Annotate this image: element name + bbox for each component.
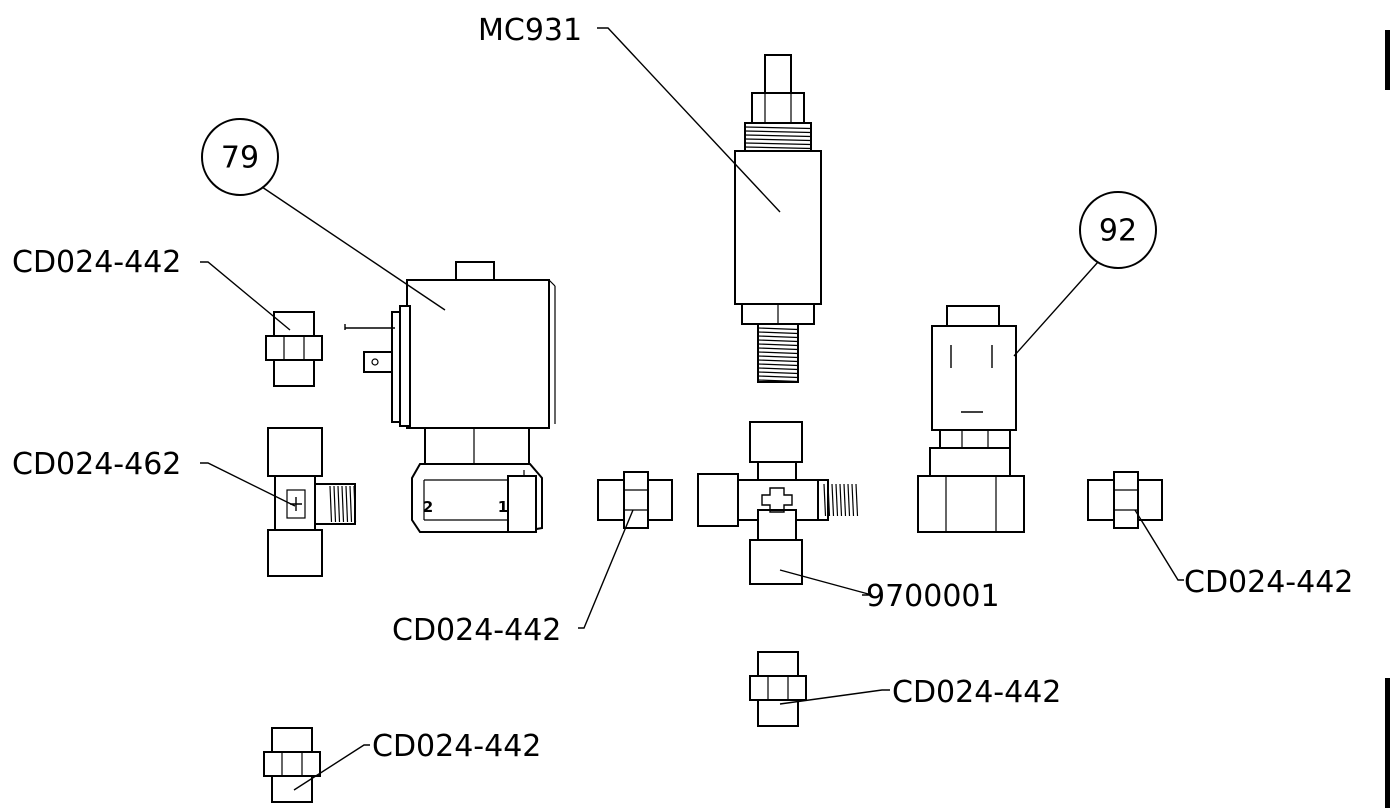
thread-line [831, 483, 835, 517]
label-cd024-442-top-left: CD024-442 [12, 245, 181, 280]
tee-fitting-cd024-462 [267, 427, 357, 577]
solenoid-valve-79: 2 1 [344, 261, 556, 533]
label-cd024-442-middle: CD024-442 [392, 613, 561, 648]
thread-line [757, 335, 799, 339]
thread-line [855, 483, 859, 517]
thread-line [744, 146, 812, 150]
thread-line [744, 138, 812, 142]
label-cd024-442-bottom-center: CD024-442 [892, 675, 1061, 710]
thread-line [744, 130, 812, 134]
thread-line [341, 485, 345, 523]
thread-line [744, 126, 812, 130]
thread-line [744, 142, 812, 146]
thread-line [757, 367, 799, 371]
thread-line [757, 363, 799, 367]
port-2-mark: 2 [423, 498, 433, 516]
thread-line [757, 331, 799, 335]
thread-line [835, 483, 839, 517]
frame-edge-bottom [1385, 678, 1390, 808]
thread-line [337, 485, 341, 523]
label-mc931: MC931 [478, 13, 582, 48]
nipple-fitting-middle [597, 471, 673, 529]
port-1-mark: 1 [498, 498, 508, 516]
thread-line [843, 483, 847, 517]
thread-line [757, 375, 799, 379]
thread-line [757, 379, 799, 383]
thread-line [757, 351, 799, 355]
thread-line [329, 485, 333, 523]
thread-line [757, 359, 799, 363]
balloon-79: 79 [201, 118, 279, 196]
pressure-switch-mc931 [734, 54, 822, 383]
balloon-92-text: 92 [1099, 214, 1137, 249]
thread-line [839, 483, 843, 517]
thread-line [757, 339, 799, 343]
balloon-79-text: 79 [221, 141, 259, 176]
label-cd024-442-bottom-left: CD024-442 [372, 729, 541, 764]
thread-line [345, 485, 349, 523]
thread-line [757, 347, 799, 351]
leader-lines [200, 27, 1184, 791]
nipple-fitting-right [1087, 471, 1163, 529]
thread-line [823, 483, 827, 517]
thread-line [757, 343, 799, 347]
label-9700001: 9700001 [866, 579, 1000, 614]
thread-line [851, 483, 855, 517]
balloon-92: 92 [1079, 191, 1157, 269]
label-cd024-462: CD024-462 [12, 447, 181, 482]
thread-line [744, 134, 812, 138]
thread-line [353, 485, 357, 523]
nipple-fitting-top-left [265, 311, 323, 387]
frame-edge-top [1385, 30, 1390, 90]
thread-line [847, 483, 851, 517]
thread-line [757, 371, 799, 375]
solenoid-valve-92 [917, 305, 1025, 533]
thread-line [757, 355, 799, 359]
thread-line [349, 485, 353, 523]
cross-fitting-9700001 [697, 421, 859, 585]
thread-line [827, 483, 831, 517]
thread-line [757, 327, 799, 331]
label-cd024-442-right: CD024-442 [1184, 565, 1353, 600]
nipple-fitting-bottom-center [749, 651, 807, 727]
thread-line [333, 485, 337, 523]
nipple-fitting-bottom-left [263, 727, 321, 803]
